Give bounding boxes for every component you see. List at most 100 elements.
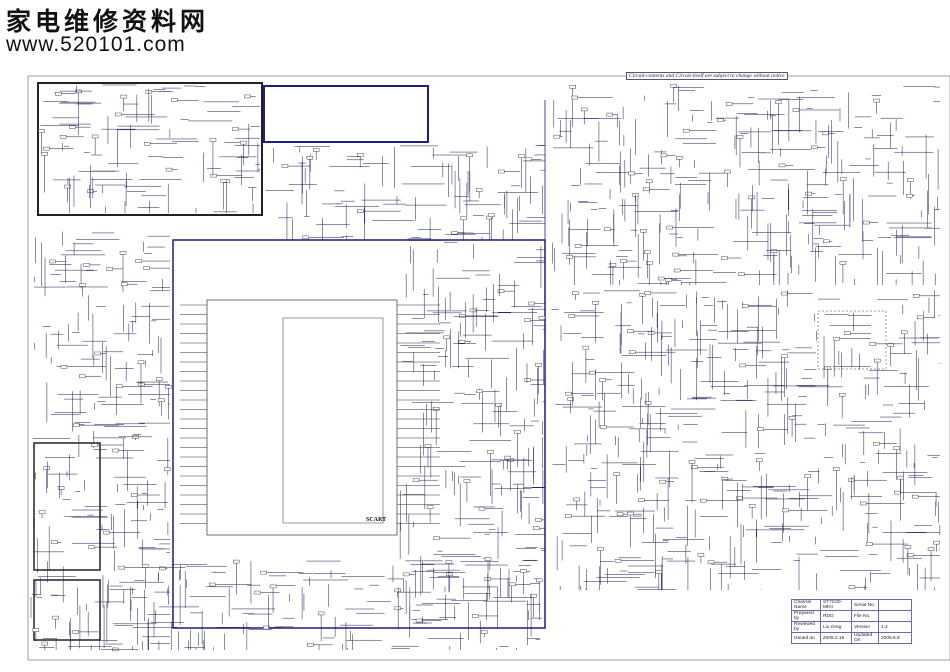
sheet-border: [27, 75, 950, 661]
component: [906, 553, 914, 557]
component: [317, 611, 325, 616]
component: [673, 268, 681, 273]
component: [599, 425, 607, 429]
version-label: Version: [851, 621, 879, 633]
component: [60, 365, 68, 369]
component: [862, 220, 870, 225]
main-ic-block: [172, 239, 546, 629]
component: [778, 163, 786, 168]
component: [833, 467, 840, 471]
component: [613, 472, 620, 476]
component: [742, 304, 749, 308]
component: [640, 229, 647, 233]
component: [672, 252, 679, 257]
component: [43, 466, 50, 470]
component: [620, 259, 627, 263]
component: [394, 606, 401, 611]
component: [721, 477, 729, 481]
component: [717, 118, 724, 122]
component: [51, 540, 58, 544]
component: [504, 455, 511, 460]
component: [567, 397, 574, 401]
component: [860, 501, 867, 506]
component: [657, 276, 665, 281]
component: [509, 582, 516, 587]
file-no: [878, 610, 912, 622]
component: [721, 256, 728, 260]
component: [165, 385, 172, 389]
component: [644, 250, 651, 254]
component: [394, 588, 401, 593]
component: [535, 578, 543, 583]
component: [460, 216, 467, 221]
component: [616, 512, 624, 516]
component: [599, 378, 606, 382]
chassis-name-label: Chassis Name: [791, 599, 821, 611]
component: [426, 505, 434, 509]
component: [281, 164, 289, 168]
component: [933, 540, 940, 545]
watermark-url: www.520101.com: [6, 33, 186, 56]
component: [638, 498, 645, 503]
component: [59, 135, 67, 139]
component: [627, 511, 634, 516]
component: [628, 171, 635, 176]
component: [530, 593, 537, 598]
component: [155, 377, 163, 381]
component: [866, 542, 873, 546]
component: [912, 294, 920, 298]
component: [665, 277, 672, 282]
component: [312, 148, 320, 152]
component: [569, 85, 576, 89]
component: [73, 423, 80, 427]
component: [535, 518, 542, 522]
component: [592, 301, 599, 305]
issued-on-label: Issued on: [791, 632, 821, 644]
component: [823, 239, 830, 244]
component: [574, 244, 582, 248]
component: [839, 261, 847, 265]
component: [844, 331, 851, 335]
component: [528, 301, 535, 306]
component: [533, 526, 540, 530]
component: [306, 155, 314, 160]
component: [757, 427, 764, 431]
component: [572, 291, 579, 295]
component: [582, 345, 590, 350]
issued-on: 2005.2.16: [820, 632, 852, 644]
component: [906, 193, 913, 198]
component: [566, 255, 573, 259]
component: [748, 195, 755, 200]
component: [254, 590, 261, 595]
component: [748, 504, 756, 508]
component: [676, 156, 683, 160]
component: [804, 474, 811, 478]
chassis-name: ST7C00-MKII: [820, 599, 852, 611]
component: [210, 173, 218, 178]
component: [838, 393, 846, 397]
component: [660, 153, 668, 158]
component: [643, 187, 650, 192]
component: [571, 95, 578, 100]
component: [142, 564, 149, 568]
component: [458, 340, 466, 344]
component: [446, 572, 453, 576]
component: [476, 389, 483, 394]
component: [208, 582, 216, 587]
component: [565, 514, 572, 518]
component: [137, 360, 145, 365]
component: [770, 249, 778, 253]
component: [497, 289, 505, 293]
component: [130, 493, 138, 497]
component: [646, 179, 653, 184]
component: [682, 128, 690, 133]
component: [639, 292, 646, 297]
audio-amp-block: [817, 310, 887, 370]
component: [822, 131, 829, 136]
serial-no: [878, 599, 912, 611]
component: [535, 363, 542, 367]
component: [481, 630, 488, 634]
component: [443, 335, 450, 340]
